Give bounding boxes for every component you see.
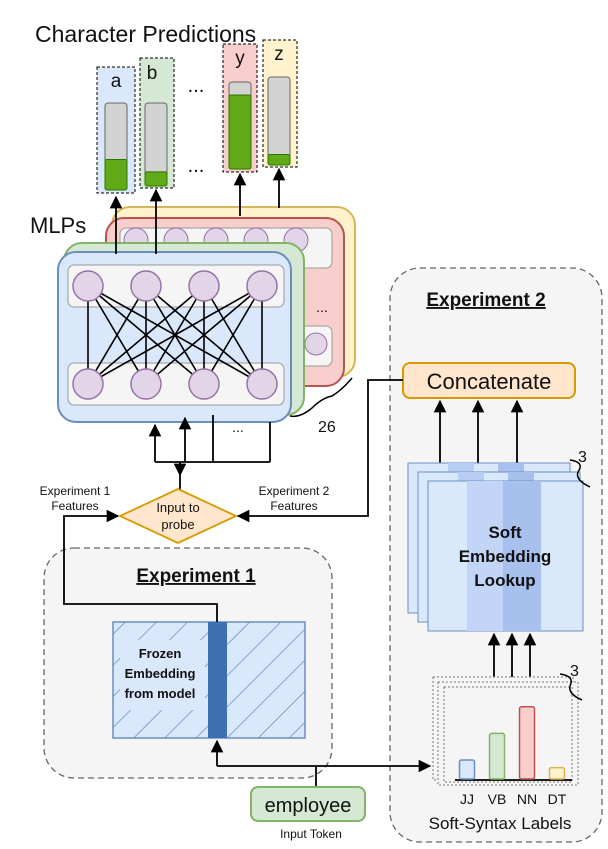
pos-tag-jj: JJ: [460, 791, 474, 807]
pos-tag-vb: VB: [488, 791, 507, 807]
frozen-embedding-line2: Embedding: [125, 666, 196, 681]
prediction-z: z: [262, 39, 298, 168]
input-token-box: [250, 786, 366, 822]
pos-bar-nn: [518, 706, 536, 780]
probe-input-line1: Input to: [156, 500, 199, 515]
input-token: employee: [265, 795, 352, 817]
prediction-z-track: [267, 76, 291, 166]
count-3-bottom: 3: [570, 663, 579, 680]
mlp-red-neuron: [304, 332, 328, 356]
count-3-top: 3: [578, 449, 587, 466]
mlp-edge: [87, 285, 205, 385]
prediction-ellipsis-top: ...: [188, 75, 205, 97]
mlp-layer-top: [67, 264, 285, 308]
pos-bar-jj: [458, 759, 476, 780]
mlp-stack: ...: [57, 206, 356, 423]
frozen-embedding-label-bg: [120, 640, 205, 710]
prediction-y: y: [222, 43, 258, 173]
exp1-feature-arrow: [63, 509, 218, 622]
count-26: 26: [318, 419, 336, 436]
prediction-z-letter: z: [274, 44, 284, 65]
brace-3-top: [569, 459, 591, 488]
prediction-y-fill: [228, 94, 252, 170]
prediction-y-letter: y: [235, 48, 245, 69]
mlp-edge: [87, 285, 263, 385]
mlp-connections: [87, 285, 263, 385]
frozen-embedding-line1: Frozen: [139, 646, 182, 661]
prediction-z-fill: [267, 153, 291, 166]
mlp-ellipsis: ...: [316, 299, 328, 315]
mlp-neurons: [72, 270, 278, 400]
pos-bars: [458, 706, 566, 780]
prediction-a: a: [96, 66, 136, 194]
pos-bar-dt: [548, 766, 566, 780]
pos-tag-dt: DT: [548, 791, 567, 807]
mlp-edge: [203, 285, 263, 385]
brace-3-bottom: [559, 673, 583, 701]
exp2-feature-arrow: [236, 379, 403, 523]
experiment1-title: Experiment 1: [136, 566, 256, 587]
mlp-neuron: [72, 368, 104, 400]
probe-input-diamond: [117, 488, 239, 544]
mlp-neuron: [188, 270, 220, 302]
prediction-bars: a b ... ... y z: [96, 39, 298, 194]
input-token-caption: Input Token: [280, 827, 342, 841]
mlp-layer-bottom: [67, 362, 285, 406]
experiment2-title: Experiment 2: [426, 290, 545, 311]
mlp-neuron: [130, 270, 162, 302]
concatenate-label: Concatenate: [427, 369, 552, 394]
exp1-features-line2: Features: [51, 499, 98, 513]
soft-syntax-label: Soft-Syntax Labels: [429, 814, 572, 833]
pos-tag-nn: NN: [517, 791, 537, 807]
mlp-neuron: [246, 270, 278, 302]
mlps-label: MLPs: [30, 213, 86, 238]
mlp-neuron: [72, 270, 104, 302]
connector-ellipsis: ...: [232, 419, 244, 435]
mlp-neuron: [246, 368, 278, 400]
soft-embedding-line2: Embedding: [459, 547, 552, 566]
exp2-features-line2: Features: [270, 499, 317, 513]
prediction-b: b: [139, 57, 175, 189]
exp1-features-line1: Experiment 1: [40, 484, 111, 498]
prediction-a-fill: [104, 159, 128, 191]
mlp-edge: [87, 285, 147, 385]
pos-bar-vb: [488, 732, 506, 780]
soft-embedding-stack: Soft Embedding Lookup: [407, 462, 584, 632]
mlp-neuron: [188, 368, 220, 400]
mlp-neuron: [130, 368, 162, 400]
prediction-ellipsis-bottom: ...: [188, 155, 205, 177]
probe-input-line2: probe: [161, 517, 194, 532]
frozen-embedding-line3: from model: [125, 686, 196, 701]
exp2-features-line1: Experiment 2: [259, 484, 330, 498]
prediction-a-letter: a: [111, 71, 122, 92]
probe-to-mlp-connectors: [148, 415, 271, 490]
prediction-b-letter: b: [147, 63, 158, 84]
soft-embedding-line3: Lookup: [474, 571, 535, 590]
soft-embedding-line1: Soft: [488, 523, 521, 542]
prediction-b-fill: [144, 171, 168, 187]
brace-26: [289, 377, 353, 418]
mlp-edge: [145, 285, 263, 385]
diagram-title: Character Predictions: [35, 21, 256, 47]
frozen-embedding-column: [208, 622, 227, 738]
